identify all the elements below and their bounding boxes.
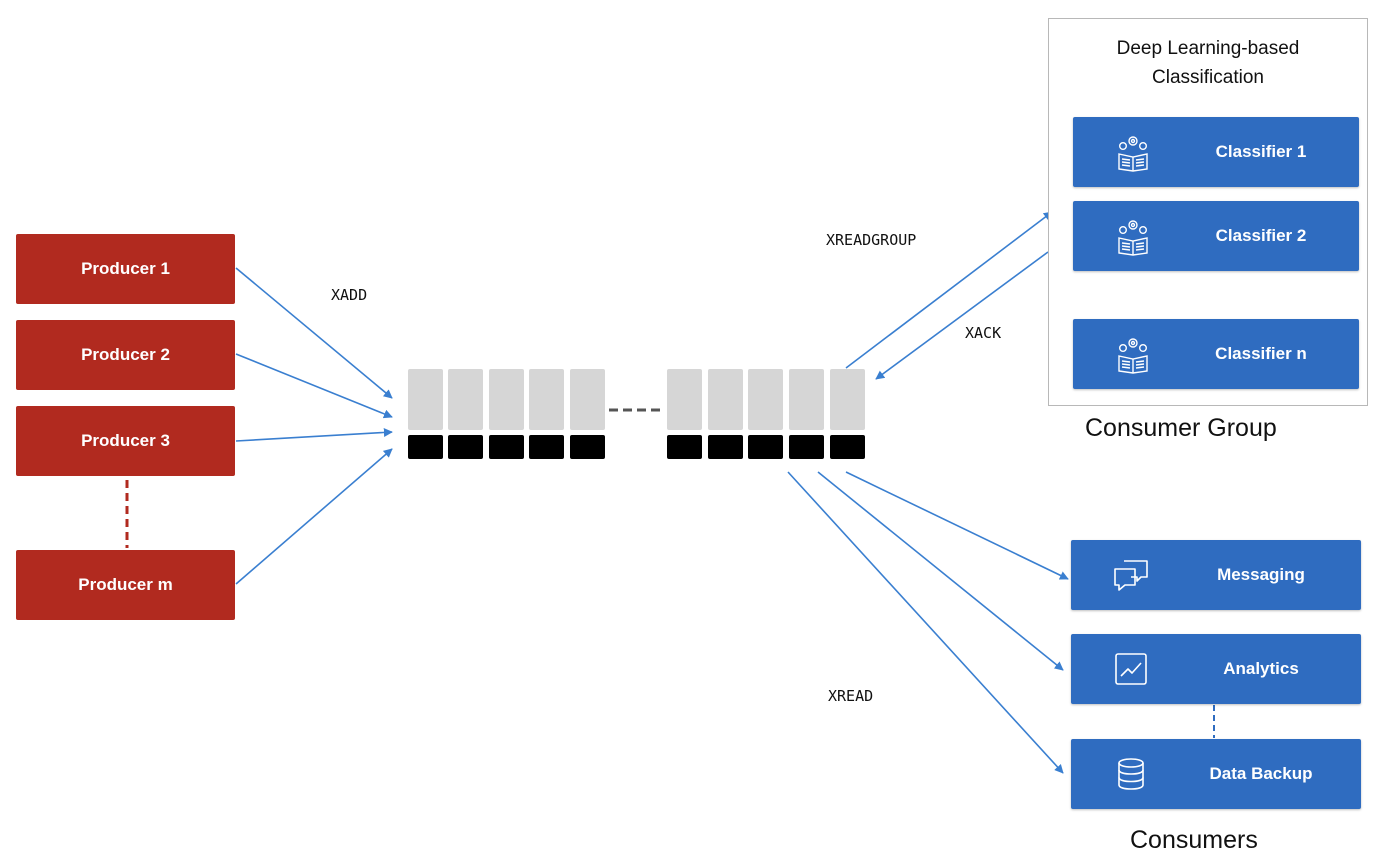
xadd-label: XADD (331, 286, 368, 304)
stream-entry (529, 369, 564, 430)
xack-label: XACK (965, 324, 1002, 342)
xreadgroup-label: XREADGROUP (826, 231, 917, 249)
classifier-2-box: Classifier 2 (1073, 201, 1359, 271)
stream-entry (748, 369, 783, 430)
title-line: Classification (1152, 67, 1264, 88)
producer-label: Producer 1 (81, 259, 170, 278)
producer-label: Producer 2 (81, 345, 170, 364)
xread-label: XREAD (828, 687, 874, 705)
xread-backup-arrow (787, 471, 1064, 774)
line-chart-icon (1115, 653, 1147, 685)
stream-entry-id (789, 435, 824, 459)
classifier-n-box: Classifier n (1073, 319, 1359, 389)
consumer-label: Data Backup (1209, 764, 1313, 783)
stream-entry (830, 369, 865, 430)
book-gears-icon (1118, 220, 1148, 256)
xread-messaging-arrow (845, 471, 1069, 580)
data-backup-box: Data Backup (1071, 739, 1361, 809)
classifier-label: Classifier 1 (1215, 142, 1307, 161)
consumer-label: Messaging (1217, 565, 1305, 584)
stream-entry-id (708, 435, 743, 459)
producer-1-arrow (235, 267, 393, 399)
messaging-box: Messaging (1071, 540, 1361, 610)
producer-label: Producer m (78, 575, 173, 594)
analytics-box: Analytics (1071, 634, 1361, 704)
stream-entry (448, 369, 483, 430)
stream-entry (789, 369, 824, 430)
stream-entry (408, 369, 443, 430)
producer-2-box: Producer 2 (16, 320, 235, 390)
producer-3-box: Producer 3 (16, 406, 235, 476)
stream-entry-id (570, 435, 605, 459)
xack-arrow (875, 251, 1049, 380)
producer-label: Producer 3 (81, 431, 170, 450)
consumers-caption: Consumers (1130, 826, 1258, 854)
producer-3-arrow (235, 427, 393, 442)
xreadgroup-arrow (845, 211, 1053, 369)
xread-analytics-arrow (817, 471, 1064, 671)
book-gears-icon (1118, 338, 1148, 374)
stream-entry-id (489, 435, 524, 459)
stream-entry (667, 369, 702, 430)
producer-1-box: Producer 1 (16, 234, 235, 304)
consumer-group-title: Deep Learning-based Classification (1048, 34, 1368, 92)
stream-entry-id (830, 435, 865, 459)
stream-entry-id (448, 435, 483, 459)
database-icon (1118, 758, 1144, 790)
classifier-label: Classifier n (1215, 344, 1307, 363)
classifier-1-box: Classifier 1 (1073, 117, 1359, 187)
stream-entry-id (748, 435, 783, 459)
stream-entry-id (529, 435, 564, 459)
title-line: Deep Learning-based (1116, 38, 1300, 59)
book-gears-icon (1118, 136, 1148, 172)
stream-entry-id (408, 435, 443, 459)
consumer-group-caption: Consumer Group (1085, 414, 1277, 442)
stream-entry (708, 369, 743, 430)
producer-2-arrow (235, 353, 393, 419)
producer-m-arrow (235, 448, 393, 585)
stream-entry (489, 369, 524, 430)
stream-entry (570, 369, 605, 430)
stream-entry-id (667, 435, 702, 459)
chat-bubbles-icon (1114, 560, 1148, 591)
classifier-label: Classifier 2 (1215, 226, 1307, 245)
producer-m-box: Producer m (16, 550, 235, 620)
consumer-label: Analytics (1223, 659, 1299, 678)
